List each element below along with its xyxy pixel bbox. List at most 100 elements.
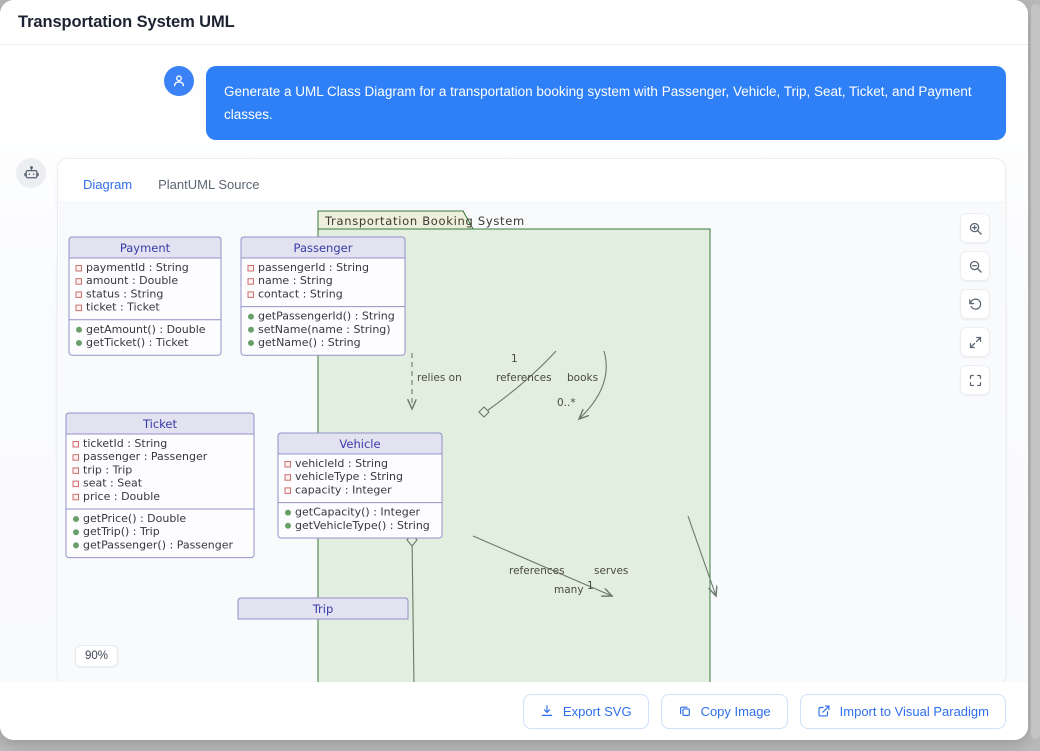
class-attribute: ticketId : String xyxy=(83,437,167,450)
assistant-message-row: Diagram PlantUML Source xyxy=(0,140,1028,687)
diagram-card: Diagram PlantUML Source xyxy=(57,158,1006,687)
external-link-icon xyxy=(818,705,830,717)
robot-icon xyxy=(16,158,46,189)
public-method-marker xyxy=(76,340,82,347)
user-icon xyxy=(164,66,194,96)
tab-diagram[interactable]: Diagram xyxy=(72,171,144,204)
import-visual-paradigm-button[interactable]: Import to Visual Paradigm xyxy=(799,693,1006,729)
class-method: setName(name : String) xyxy=(258,323,391,336)
uml-class-trip[interactable]: Trip xyxy=(237,597,409,620)
private-attribute-marker xyxy=(75,291,82,299)
class-method: getAmount() : Double xyxy=(86,323,206,336)
private-attribute-marker xyxy=(75,305,82,312)
app-window: Transportation System UML Generate a UML… xyxy=(0,0,1028,740)
private-attribute-marker xyxy=(247,291,254,299)
private-attribute-marker xyxy=(284,461,291,468)
class-method: getVehicleType() : String xyxy=(295,519,430,532)
class-method: getName() : String xyxy=(258,336,361,349)
zoom-in-icon[interactable] xyxy=(960,213,990,244)
private-attribute-marker xyxy=(284,487,291,495)
class-method: getTrip() : Trip xyxy=(83,526,160,539)
private-attribute-marker xyxy=(72,494,79,501)
title-bar: Transportation System UML xyxy=(0,0,1028,45)
tab-plantuml-source[interactable]: PlantUML Source xyxy=(158,177,260,193)
class-title: Trip xyxy=(312,602,334,616)
link-vehicle-trip xyxy=(687,516,716,596)
class-attribute: paymentId : String xyxy=(86,261,189,274)
class-attribute: contact : String xyxy=(258,288,343,301)
public-method-marker xyxy=(76,327,82,334)
user-message-bubble: Generate a UML Class Diagram for a trans… xyxy=(206,66,1006,141)
page-scrollbar[interactable] xyxy=(1031,4,1040,739)
package-header xyxy=(317,210,474,230)
svg-text:relies on: relies on xyxy=(417,372,462,384)
class-title: Passenger xyxy=(294,241,353,255)
class-method: getPassengerId() : String xyxy=(258,310,395,323)
svg-text:references: references xyxy=(496,372,552,384)
public-method-marker xyxy=(285,510,291,517)
class-attribute: seat : Seat xyxy=(83,477,143,490)
link-ticket-trip xyxy=(472,535,612,596)
import-visual-paradigm-label: Import to Visual Paradigm xyxy=(839,703,989,719)
svg-text:serves: serves xyxy=(594,565,628,577)
zoom-out-icon[interactable] xyxy=(960,251,990,282)
tab-bar: Diagram PlantUML Source xyxy=(58,159,1005,204)
public-method-marker xyxy=(248,314,254,321)
svg-text:0..*: 0..* xyxy=(557,397,576,409)
chat-area: Generate a UML Class Diagram for a trans… xyxy=(0,46,1028,740)
copy-icon xyxy=(679,706,690,716)
export-svg-button[interactable]: Export SVG xyxy=(522,693,649,729)
action-bar: Export SVG Copy Image Import to Visual P… xyxy=(0,682,1028,740)
reset-icon[interactable] xyxy=(960,289,990,320)
download-icon xyxy=(541,705,553,716)
fullscreen-icon[interactable] xyxy=(960,365,990,396)
private-attribute-marker xyxy=(72,481,79,488)
class-method: getCapacity() : Integer xyxy=(295,506,420,519)
copy-image-label: Copy Image xyxy=(700,703,771,719)
link-ticket-seat xyxy=(411,536,415,686)
class-attribute: trip : Trip xyxy=(83,464,132,477)
private-attribute-marker xyxy=(72,441,79,448)
class-attribute: amount : Double xyxy=(86,275,178,288)
class-attribute: passenger : Passenger xyxy=(83,451,208,464)
class-attribute: ticket : Ticket xyxy=(86,301,160,314)
copy-image-button[interactable]: Copy Image xyxy=(660,693,788,729)
private-attribute-marker xyxy=(247,278,254,286)
class-attribute: passengerId : String xyxy=(258,261,369,274)
public-method-marker xyxy=(73,529,79,536)
user-message-row: Generate a UML Class Diagram for a trans… xyxy=(0,46,1028,141)
fit-screen-icon[interactable] xyxy=(960,327,990,358)
svg-text:many: many xyxy=(554,584,584,596)
public-method-marker xyxy=(285,523,291,530)
private-attribute-marker xyxy=(75,278,82,286)
public-method-marker xyxy=(73,542,79,549)
svg-text:references: references xyxy=(509,565,565,577)
class-title: Vehicle xyxy=(339,437,380,451)
public-method-marker xyxy=(73,516,79,523)
class-attribute: name : String xyxy=(258,275,333,288)
viewer-toolbar xyxy=(960,213,990,396)
private-attribute-marker xyxy=(247,265,254,272)
diagram-canvas[interactable]: 90% Transportation Booking System xyxy=(59,201,1004,686)
relationship-labels: relies on references books 1 0..* refere… xyxy=(417,353,628,596)
private-attribute-marker xyxy=(72,454,79,462)
class-attribute: vehicleType : String xyxy=(295,471,403,484)
export-svg-label: Export SVG xyxy=(562,703,632,719)
public-method-marker xyxy=(248,327,254,334)
class-title: Payment xyxy=(120,241,171,255)
class-title: Ticket xyxy=(142,417,178,431)
private-attribute-marker xyxy=(284,474,291,482)
class-attribute: capacity : Integer xyxy=(295,484,392,497)
svg-text:books: books xyxy=(567,372,598,384)
svg-text:1: 1 xyxy=(511,353,518,365)
relationship-links xyxy=(411,351,716,686)
page-title: Transportation System UML xyxy=(18,12,235,31)
svg-text:1: 1 xyxy=(587,580,594,592)
link-passenger-ticket-books xyxy=(579,351,607,419)
class-method: getPrice() : Double xyxy=(83,512,186,525)
zoom-level-badge: 90% xyxy=(75,645,119,668)
